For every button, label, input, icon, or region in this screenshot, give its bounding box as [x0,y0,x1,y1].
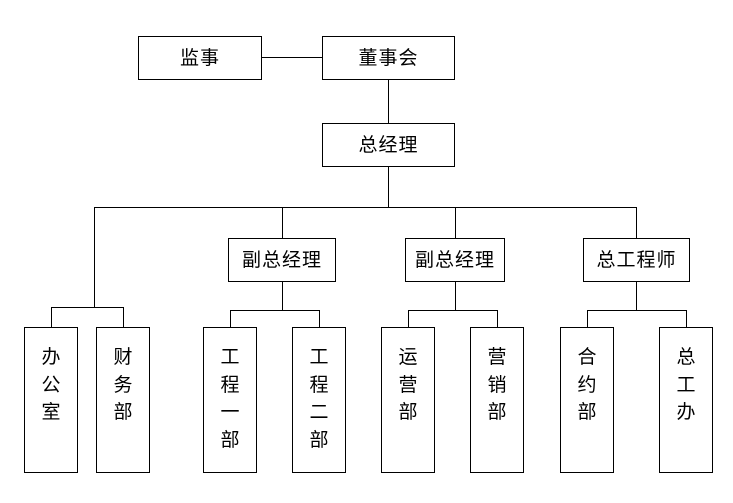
node-engineering-department-1-label: 工程一部 [220,346,240,451]
node-board-of-directors[interactable]: 董事会 [322,36,455,80]
node-office-label: 办公室 [41,346,61,424]
connector-subbus-to-finance [123,307,124,327]
connector-chief-engineer-stem [636,282,637,310]
connector-supervisor-to-board [262,57,322,58]
node-contract-department[interactable]: 合约部 [560,327,614,473]
node-chief-engineer-office[interactable]: 总工办 [659,327,713,473]
connector-subbus-to-contract [587,310,588,327]
node-general-manager[interactable]: 总经理 [322,123,455,167]
node-chief-engineer-office-label: 总工办 [676,346,696,424]
node-engineering-department-2-label: 工程二部 [309,346,329,451]
node-supervisor[interactable]: 监事 [138,36,262,80]
node-marketing-department-label: 营销部 [487,346,507,424]
connector-subbus-to-marketing [497,310,498,327]
node-chief-engineer[interactable]: 总工程师 [583,238,690,282]
node-engineering-department-1[interactable]: 工程一部 [203,327,257,473]
connector-admin-subbus [51,307,123,308]
connector-chief-engineer-subbus [587,310,686,311]
connector-gm-bus [94,207,636,208]
connector-bus-to-deputy-gm-1 [282,207,283,238]
node-operations-department[interactable]: 运营部 [381,327,435,473]
connector-engineering-subbus [230,310,319,311]
connector-subbus-to-engineering-2 [319,310,320,327]
connector-gm-stem [388,167,389,207]
node-board-of-directors-label: 董事会 [358,46,419,69]
node-operations-department-label: 运营部 [398,346,418,424]
connector-operations-subbus [408,310,497,311]
connector-bus-to-admin-group [94,207,95,307]
node-deputy-general-manager-1[interactable]: 副总经理 [228,238,336,282]
connector-bus-to-deputy-gm-2 [455,207,456,238]
connector-subbus-to-office [51,307,52,327]
connector-board-to-gm [388,80,389,123]
connector-subbus-to-chief-engineer-office [686,310,687,327]
node-contract-department-label: 合约部 [577,346,597,424]
node-supervisor-label: 监事 [179,46,220,69]
connector-deputy-gm-1-stem [282,282,283,310]
connector-subbus-to-engineering-1 [230,310,231,327]
node-marketing-department[interactable]: 营销部 [470,327,524,473]
node-deputy-general-manager-1-label: 副总经理 [241,248,322,271]
node-engineering-department-2[interactable]: 工程二部 [292,327,346,473]
node-finance-department[interactable]: 财务部 [96,327,150,473]
node-finance-department-label: 财务部 [113,346,133,424]
node-deputy-general-manager-2[interactable]: 副总经理 [405,238,505,282]
connector-deputy-gm-2-stem [455,282,456,310]
connector-bus-to-chief-engineer [636,207,637,238]
connector-subbus-to-operations [408,310,409,327]
node-chief-engineer-label: 总工程师 [596,248,677,271]
node-deputy-general-manager-2-label: 副总经理 [414,248,495,271]
node-office[interactable]: 办公室 [24,327,78,473]
node-general-manager-label: 总经理 [358,133,419,156]
